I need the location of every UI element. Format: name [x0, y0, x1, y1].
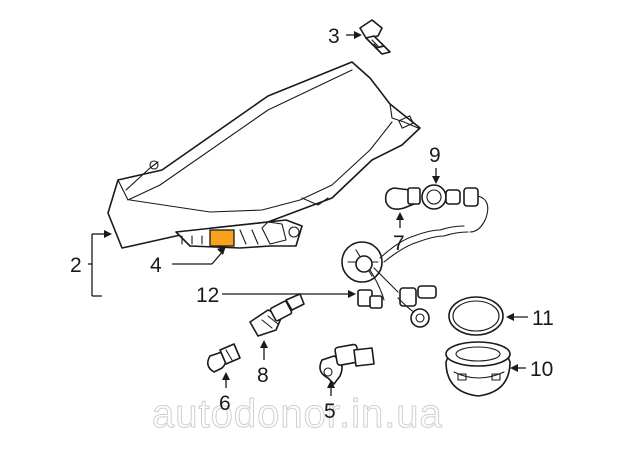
callout-9: 9: [429, 144, 441, 167]
highlighted-part-4: [209, 229, 235, 247]
bulb-part-7: [384, 187, 421, 210]
callout-6: 6: [219, 392, 231, 415]
bulb-part-6: [206, 343, 241, 373]
callout-4: 4: [150, 254, 162, 277]
callout-12: 12: [196, 284, 219, 307]
bolt-part-3: [359, 19, 391, 55]
ring-seal-part-11: [448, 296, 504, 336]
callout-11: 11: [532, 307, 554, 330]
bulb-part-5: [319, 343, 375, 385]
callout-8: 8: [257, 364, 269, 387]
watermark-text: autodonor.in.ua: [152, 392, 443, 436]
callout-5: 5: [324, 400, 336, 423]
cap-part-10: [445, 341, 511, 397]
callout-7: 7: [393, 232, 405, 255]
callout-3: 3: [328, 25, 340, 48]
callout-2: 2: [70, 254, 82, 277]
headlamp-assembly: [107, 61, 421, 249]
callout-10: 10: [530, 358, 553, 381]
leader-lines: [88, 31, 528, 396]
bulb-part-8: [249, 293, 305, 337]
wiring-harness-part-12: [341, 225, 469, 328]
socket-part-9: [421, 184, 489, 233]
